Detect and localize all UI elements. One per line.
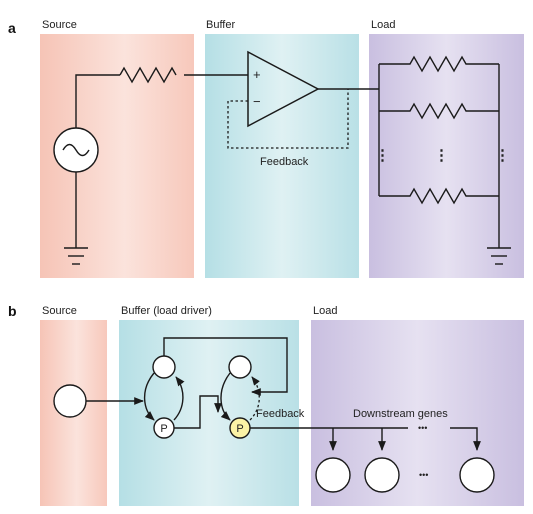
buffer-species-a-node [152, 355, 176, 379]
buffer-cycle-arrow-down [143, 372, 155, 421]
panel-b-source-label: Source [42, 305, 77, 317]
load-ellipsis-middle: ⋮ [434, 147, 449, 164]
buffer-promoter-label: P [160, 423, 167, 435]
panel-a-load-label: Load [371, 19, 395, 31]
panel-a-letter: a [8, 20, 16, 36]
load-resistor-icon [379, 55, 499, 73]
panel-a-load-region [369, 34, 524, 278]
buffer-output-promoter-label: P [236, 423, 243, 435]
ac-source-icon [53, 127, 99, 173]
downstream-gene-node [459, 457, 495, 493]
source-species-node [53, 384, 87, 418]
genes-ellipsis: ••• [419, 470, 428, 480]
buffer-cycle-arrow-up [173, 376, 185, 421]
downstream-gene-node [315, 457, 351, 493]
source-top-wire [75, 74, 120, 128]
load-ellipsis-right: ⋮ [495, 147, 510, 164]
panel-b-feedback-label: Feedback [256, 408, 305, 420]
buffer-feedback-loop [163, 337, 288, 396]
op-amp-icon [247, 50, 320, 128]
output-cycle-arrow-down [220, 372, 231, 421]
load-resistor-icon [379, 102, 499, 120]
panel-b-letter: b [8, 303, 17, 319]
panel-b-load-label: Load [313, 305, 337, 317]
load-ellipsis-left: ⋮ [375, 147, 390, 164]
arrow-to-gene-3 [450, 427, 481, 451]
ground-icon-load [487, 247, 511, 265]
panel-a-buffer-label: Buffer [206, 19, 235, 31]
promoter-to-output-arrow [174, 395, 222, 429]
op-amp-plus-sign: + [253, 67, 261, 82]
panel-a-source-label: Source [42, 19, 77, 31]
load-resistor-icon [379, 187, 499, 205]
buffer-species-b-node [228, 355, 252, 379]
bus-ellipsis: ••• [418, 423, 427, 433]
downstream-gene-node [364, 457, 400, 493]
source-resistor-icon [119, 66, 177, 84]
op-amp-minus-sign: − [253, 94, 261, 109]
panel-a-feedback-label: Feedback [260, 156, 309, 168]
downstream-genes-label: Downstream genes [353, 408, 448, 420]
panel-b-buffer-label: Buffer (load driver) [121, 305, 212, 317]
ground-icon-source [64, 247, 88, 265]
feedback-dashed-loop [227, 89, 349, 149]
